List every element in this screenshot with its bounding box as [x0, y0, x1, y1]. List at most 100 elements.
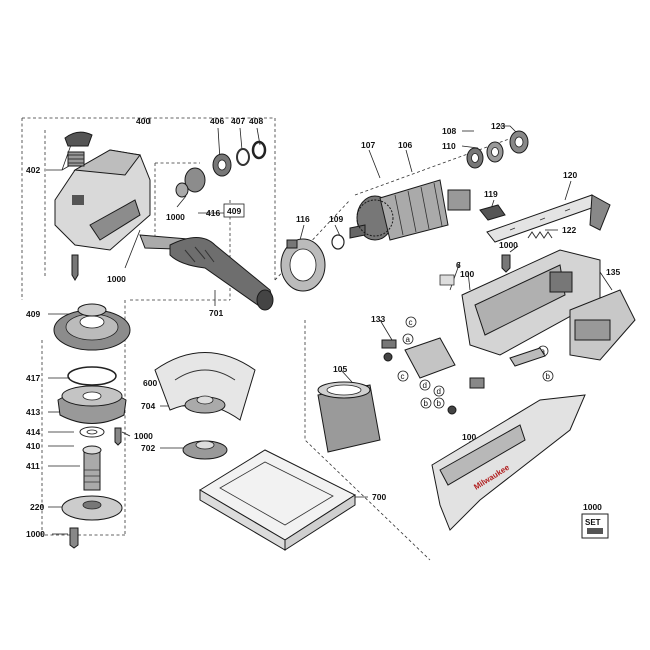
bubble-d-2: [433, 385, 445, 397]
armature-106: [349, 179, 471, 241]
bearing-110: [466, 147, 484, 169]
label-110: 110: [442, 141, 456, 151]
label-6: 6: [456, 260, 461, 270]
carry-case-700: [199, 449, 357, 551]
spindle-lock-button: [64, 131, 93, 167]
label-700: 700: [372, 492, 386, 502]
label-704: 704: [141, 401, 155, 411]
label-409: 409: [26, 309, 40, 319]
fan-bearing-plate-116: [280, 238, 326, 292]
bubble-a-1: [402, 333, 414, 345]
label-105: 105: [333, 364, 347, 374]
flange-413: [57, 385, 127, 424]
label-407: 407: [231, 116, 245, 126]
screw-1000-head: [71, 254, 79, 281]
nut-702: [182, 440, 228, 460]
label-406: 406: [210, 116, 224, 126]
label-116: 116: [296, 214, 310, 224]
group-frames: [21, 117, 521, 561]
label-120: 120: [563, 170, 577, 180]
bubble-a-2-text: a: [541, 347, 546, 356]
oring-417: [67, 366, 117, 386]
label-1000-c: 1000: [26, 529, 45, 539]
bubble-b-1: [420, 397, 432, 409]
bearing-406: [212, 153, 232, 177]
bubble-c-2-text: c: [401, 372, 405, 381]
label-600: 600: [143, 378, 157, 388]
label-135: 135: [606, 267, 620, 277]
label-109: 109: [329, 214, 343, 224]
label-410: 410: [26, 441, 40, 451]
label-1000-f: 1000: [583, 502, 602, 512]
fan-107: [356, 199, 394, 237]
bearing-108: [486, 141, 504, 163]
label-400: 400: [136, 116, 150, 126]
motor-housing-100: [461, 249, 601, 356]
label-100-a: 100: [460, 269, 474, 279]
bubble-a-1-text: a: [406, 335, 411, 344]
label-133: 133: [371, 314, 385, 324]
spring-122: [527, 231, 553, 239]
flange-220: [61, 495, 123, 521]
washer-414: [79, 426, 105, 438]
brush-holder-133: [381, 337, 485, 415]
label-119: 119: [484, 189, 498, 199]
label-1000-b: 1000: [107, 274, 126, 284]
wheel-guard-600: [154, 352, 256, 421]
bubble-c-1: [405, 316, 417, 328]
bubble-b-2: [433, 397, 445, 409]
label-123: 123: [491, 121, 505, 131]
label-106: 106: [398, 140, 412, 150]
label-100-b: 100: [462, 432, 476, 442]
bubble-b-3-text: b: [546, 372, 551, 381]
gear-housing-slot: [72, 195, 84, 205]
washer-109: [331, 234, 345, 250]
spindle-411: [82, 445, 102, 491]
bubble-c-2: [397, 370, 409, 382]
bubble-d-2-text: d: [437, 387, 441, 396]
label-220: 220: [30, 502, 44, 512]
label-107: 107: [361, 140, 375, 150]
label-409-box: [223, 203, 245, 218]
side-handle-701: [139, 234, 274, 311]
label-702: 702: [141, 443, 155, 453]
bearing-sleeve-123: [509, 130, 529, 154]
bubble-d-1: [419, 379, 431, 391]
screw-1000-mid: [114, 427, 122, 446]
label-122: 122: [562, 225, 576, 235]
label-409-boxed: 409: [227, 206, 241, 216]
switch-rod-120: [486, 194, 611, 243]
label-411: 411: [26, 461, 40, 471]
part-labels: 400 406 407 408 402 1000 416 409 1000 70…: [26, 116, 620, 539]
bubble-b-2-text: b: [437, 399, 442, 408]
stator-105: [317, 381, 381, 453]
label-414: 414: [26, 427, 40, 437]
battery-terminal-135: [509, 289, 636, 367]
bubble-b-3: [542, 370, 554, 382]
label-416: 416: [206, 208, 220, 218]
label-1000-a: 1000: [166, 212, 185, 222]
bubble-d-1-text: d: [423, 381, 427, 390]
label-408: 408: [249, 116, 263, 126]
gear-housing-402: [54, 149, 151, 251]
bubble-b-1-text: b: [424, 399, 429, 408]
label-1000-e: 1000: [499, 240, 518, 250]
bevel-gear-409: [53, 303, 131, 351]
screw-1000-bottom: [69, 527, 79, 549]
ring-408: [251, 140, 267, 160]
decal-6: [439, 274, 455, 286]
set-badge-1000: SET: [581, 513, 609, 539]
switch-button-119: [479, 204, 506, 221]
handle-housing-100: Milwaukee: [431, 394, 586, 531]
label-402: 402: [26, 165, 40, 175]
set-badge-text: SET: [585, 518, 601, 527]
pinion-gear: [175, 167, 206, 198]
washer-407: [236, 148, 250, 166]
label-1000-d: 1000: [134, 431, 153, 441]
label-108: 108: [442, 126, 456, 136]
label-701: 701: [209, 308, 223, 318]
flange-704: [184, 395, 226, 414]
label-413: 413: [26, 407, 40, 417]
label-417: 417: [26, 373, 40, 383]
